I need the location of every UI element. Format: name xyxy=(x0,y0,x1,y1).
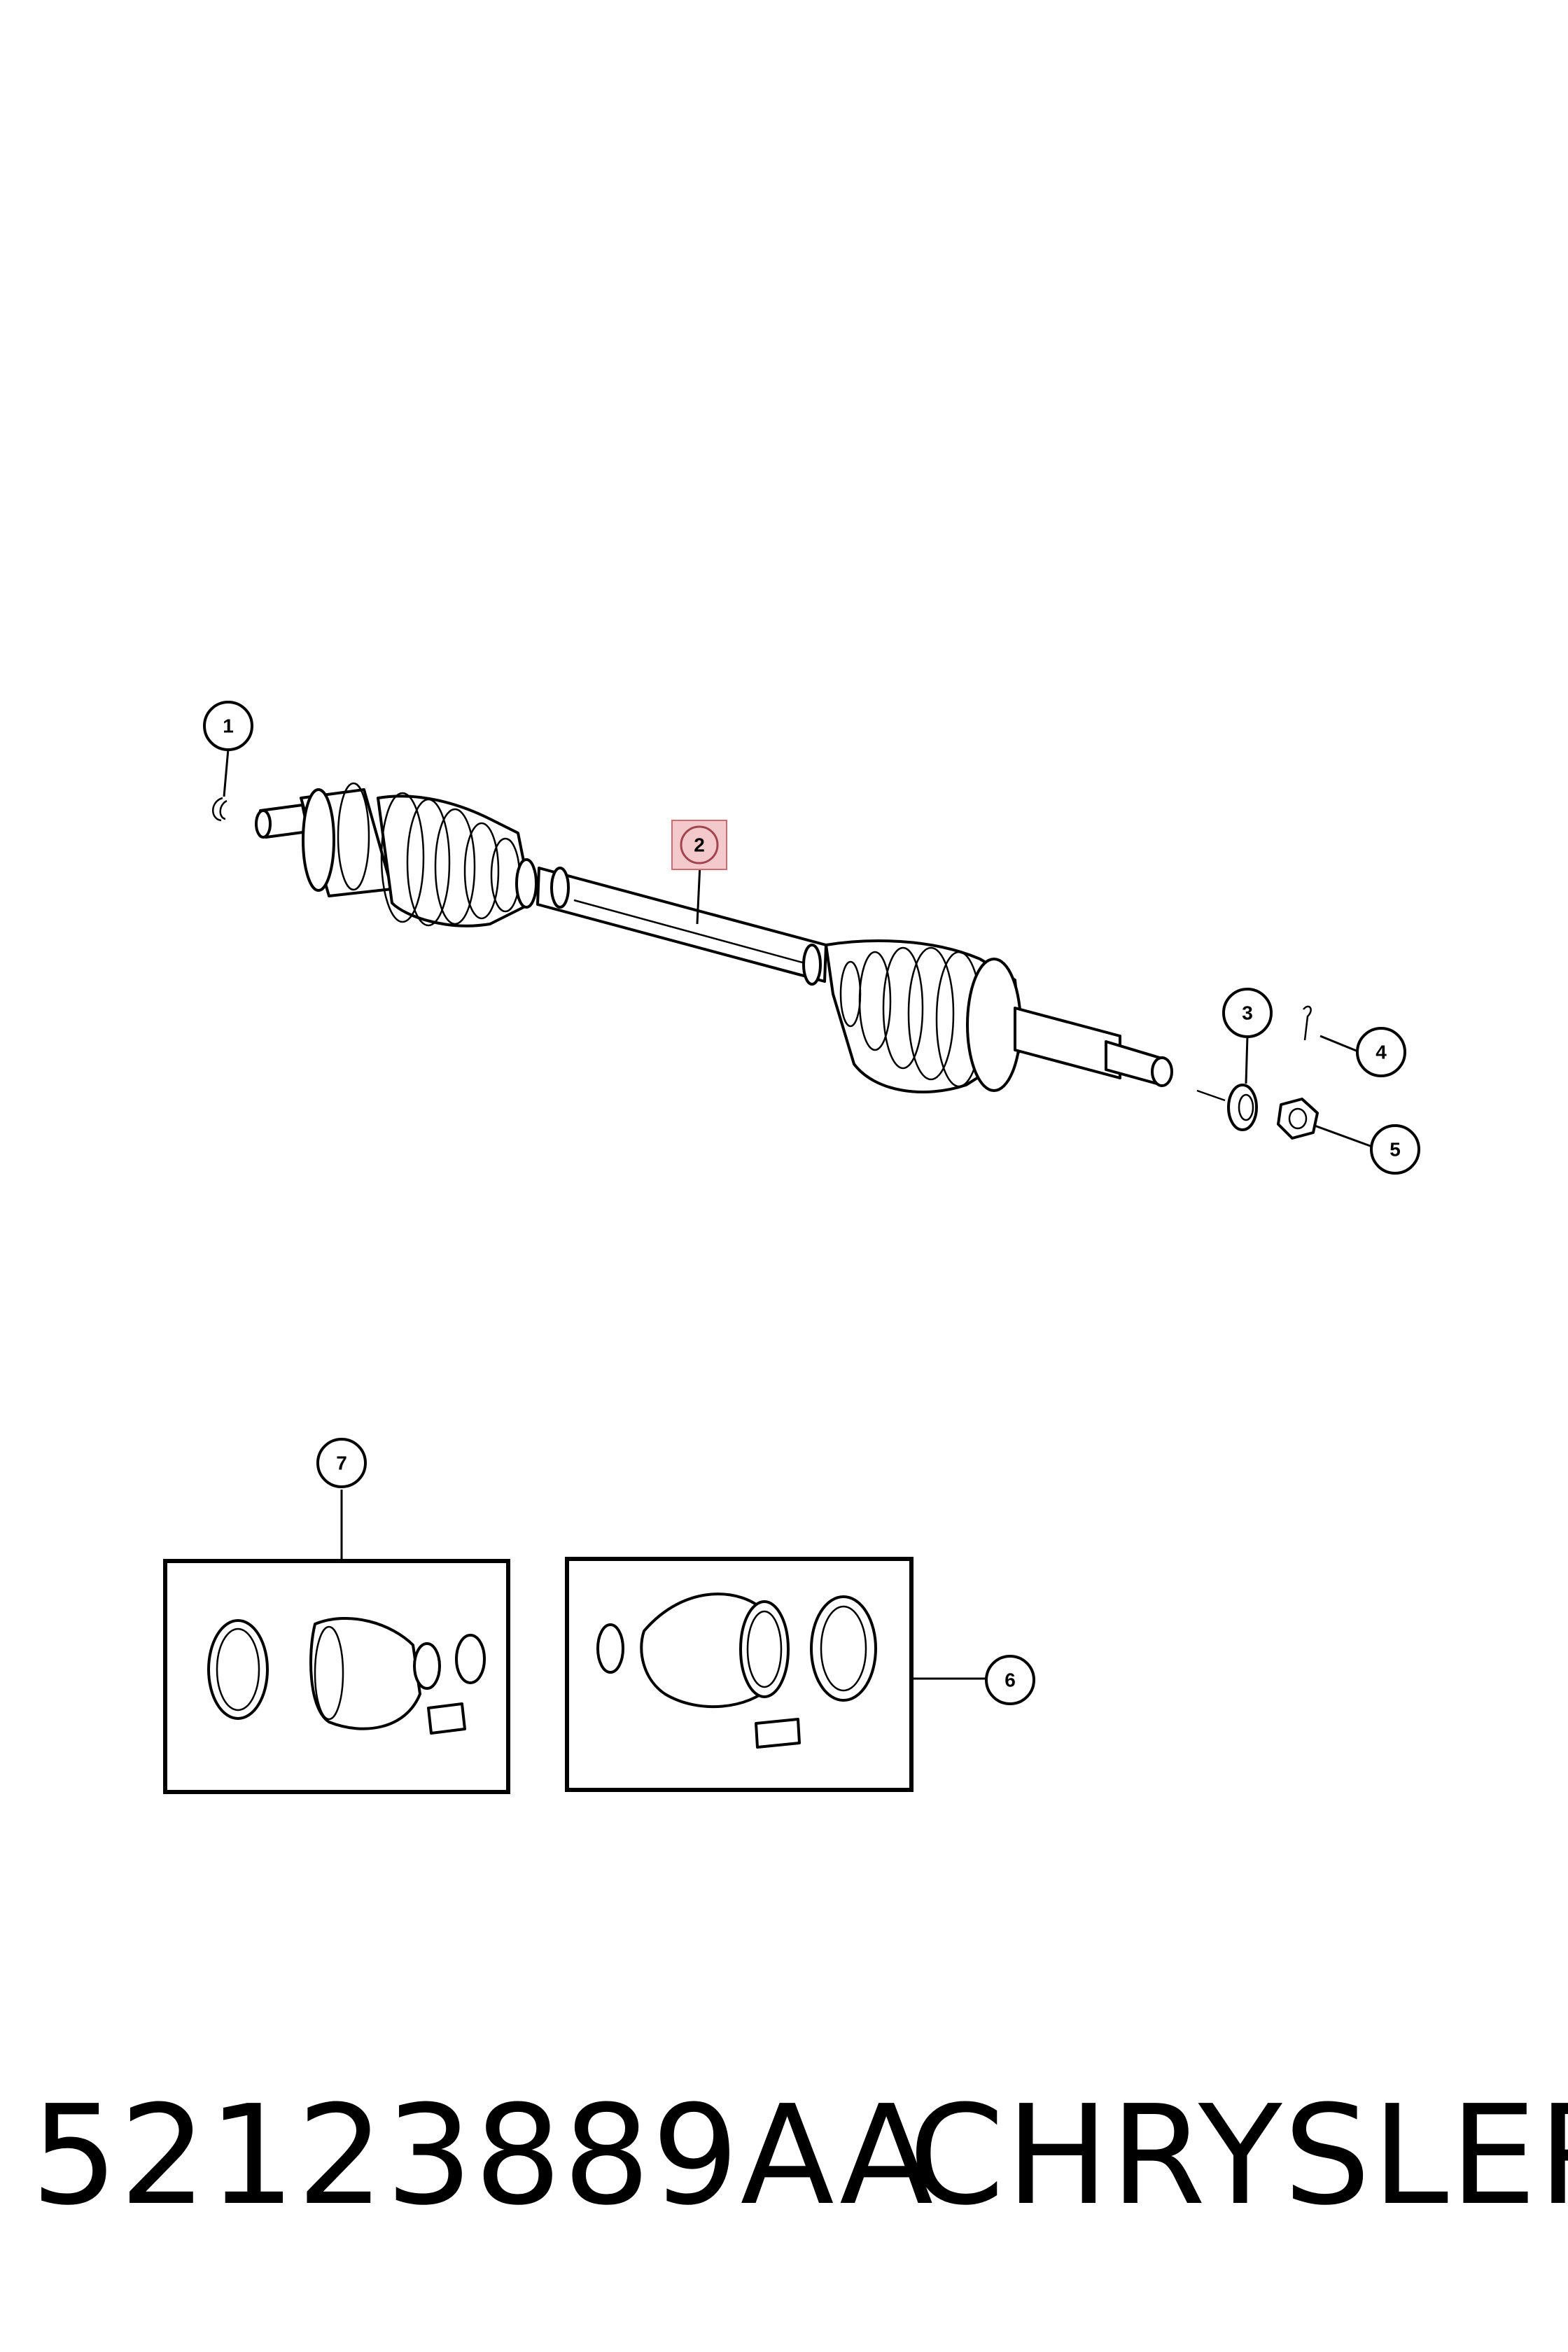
leader-lines xyxy=(223,748,1373,1680)
callout-4[interactable]: 4 xyxy=(1356,1027,1406,1077)
callout-1-label: 1 xyxy=(223,715,234,737)
callout-1[interactable]: 1 xyxy=(203,701,253,751)
washer xyxy=(1196,1084,1258,1131)
retaining-clip xyxy=(212,797,227,822)
footer: 52123889AA CHRYSLER xyxy=(0,2072,1568,2240)
callout-3[interactable]: 3 xyxy=(1222,988,1273,1038)
callout-6[interactable]: 6 xyxy=(985,1655,1035,1705)
callout-7-label: 7 xyxy=(336,1452,347,1474)
callout-5-label: 5 xyxy=(1390,1139,1401,1161)
callout-2[interactable]: 2 xyxy=(671,820,727,870)
callout-2-label: 2 xyxy=(694,834,705,856)
part-number: 52123889AA xyxy=(31,2076,935,2236)
callout-7[interactable]: 7 xyxy=(316,1438,367,1488)
kit-box-7 xyxy=(163,1559,510,1794)
cotter-pin xyxy=(1303,1005,1312,1041)
axle-shaft-assembly xyxy=(255,782,1173,1093)
kit-box-6 xyxy=(565,1557,913,1792)
hub-nut xyxy=(1277,1098,1319,1140)
callout-5[interactable]: 5 xyxy=(1370,1124,1420,1175)
callout-3-label: 3 xyxy=(1242,1002,1253,1024)
callout-6-label: 6 xyxy=(1004,1670,1016,1691)
callout-4-label: 4 xyxy=(1376,1042,1387,1063)
brand-name: CHRYSLER xyxy=(909,2076,1568,2236)
